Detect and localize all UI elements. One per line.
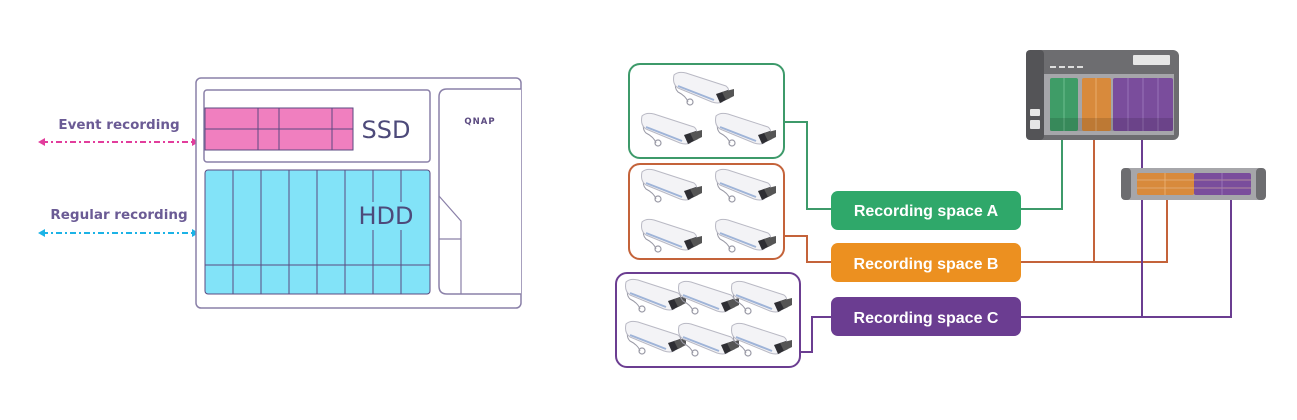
event-arrow-left-head-icon [38, 138, 45, 146]
regular-recording-label: Regular recording [50, 207, 187, 223]
recording-space-b-label: Recording space B [854, 256, 999, 273]
recording-space-c-label: Recording space C [854, 310, 999, 327]
event-recording-label: Event recording [58, 117, 179, 133]
recording-space-a-pill: Recording space A [831, 191, 1021, 230]
tower-nas-icon [1026, 50, 1179, 140]
hdd-label: HDD [358, 202, 413, 230]
connector-a-left [784, 121, 831, 210]
recording-space-c-pill: Recording space C [831, 297, 1021, 336]
ssd-label: SSD [362, 116, 411, 144]
connector-b-right [1021, 139, 1168, 263]
connector-a-right [1021, 139, 1063, 210]
connector-b-left [784, 235, 831, 263]
front-panel [438, 88, 521, 295]
nas-chassis: SSD HDD QNAP [195, 77, 522, 309]
recording-space-a-label: Recording space A [854, 203, 999, 220]
connector-c-left [800, 316, 831, 353]
regular-arrow-left-head-icon [38, 229, 45, 237]
rack-nas-icon [1121, 168, 1266, 200]
qnap-logo: QNAP [464, 117, 495, 127]
connector-c-right [1021, 139, 1232, 318]
recording-space-b-pill: Recording space B [831, 243, 1021, 282]
